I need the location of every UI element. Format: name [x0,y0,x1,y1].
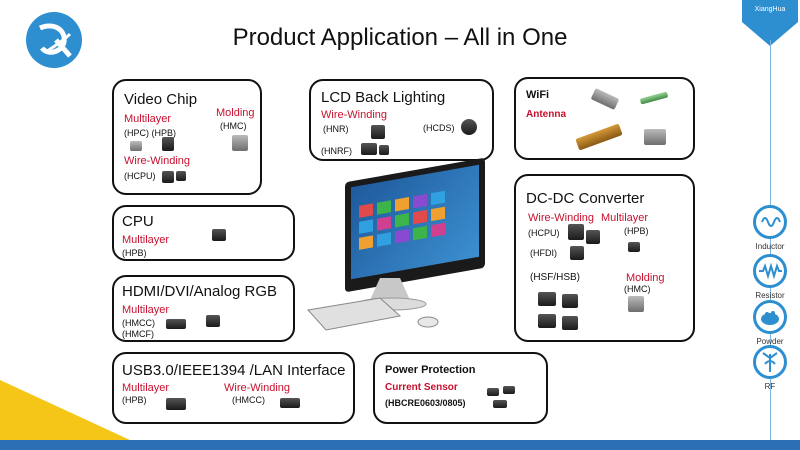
usb-wire: Wire-Winding [224,382,291,394]
brand-label: XiangHua [754,6,786,13]
company-logo [26,12,82,68]
wifi-box: WiFi Antenna [514,77,695,160]
lcd-wire: Wire-Winding [321,109,388,121]
component-image [461,119,477,135]
power-code: (HBCRE0603/0805) [385,398,466,408]
component-image [162,171,174,183]
power-title: Power Protection [385,364,476,376]
dcdc-code-hfdi: (HFDI) [530,248,557,258]
brand-tab [742,0,798,46]
lcd-code-hcds: (HCDS) [423,123,455,133]
component-image [568,224,584,240]
hdmi-title: HDMI/DVI/Analog RGB [122,283,278,300]
video-chip-wire-code: (HCPU) [124,171,156,181]
video-chip-wire: Wire-Winding [124,155,191,167]
cpu-multilayer: Multilayer [122,234,170,246]
video-chip-box: Video Chip Multilayer (HPC) (HPB) Moldin… [112,79,262,195]
component-image [166,398,186,410]
power-protection-box: Power Protection Current Sensor (HBCRE06… [373,352,548,424]
dcdc-code-hsf-hsb: (HSF/HSB) [530,272,580,283]
nav-item-powder[interactable]: Powder [756,337,784,346]
inductor-icon[interactable] [753,205,787,239]
nav-item-resistor[interactable]: Resistor [755,291,785,300]
usb-wire-code: (HMCC) [232,395,265,405]
component-image [639,91,669,105]
usb-multilayer: Multilayer [122,382,170,394]
component-image [644,129,666,145]
dcdc-converter-box: DC-DC Converter Wire-Winding Multilayer … [514,174,695,342]
power-current-sensor: Current Sensor [385,382,458,393]
wifi-antenna: Antenna [526,109,566,120]
lcd-code-hnr: (HNR) [323,124,349,134]
component-image [562,294,578,308]
component-image [487,388,499,396]
hdmi-multilayer: Multilayer [122,304,170,316]
rf-icon[interactable] [753,345,787,379]
component-image [562,316,578,330]
component-image [206,315,220,327]
computer-screen [351,164,479,280]
lcd-backlighting-box: LCD Back Lighting Wire-Winding (HNR) (HC… [309,79,494,161]
page-title: Product Application – All in One [232,24,568,51]
component-image [212,229,226,241]
video-chip-title: Video Chip [124,91,198,108]
video-chip-multilayer: Multilayer [124,113,172,125]
dcdc-title: DC-DC Converter [526,190,645,207]
computer-stand-keyboard [307,278,439,331]
component-image [130,141,142,151]
hdmi-code-hmcf: (HMCF) [122,329,154,339]
component-image [379,145,389,155]
component-image [371,125,385,139]
component-image [590,88,620,110]
lcd-code-hnrf: (HNRF) [321,146,352,156]
component-image [280,398,300,408]
usb-ml-code: (HPB) [122,395,147,405]
dcdc-molding: Molding [626,272,665,284]
video-chip-molding-code: (HMC) [220,121,247,131]
component-image [166,319,186,329]
video-chip-molding: Molding [216,107,255,119]
component-image [570,246,584,260]
cpu-code: (HPB) [122,248,147,258]
component-image [538,292,556,306]
dcdc-code-hmc: (HMC) [624,284,651,294]
component-image [586,230,600,244]
component-image [162,137,174,151]
wifi-title: WiFi [526,89,550,101]
dcdc-code-hpb: (HPB) [624,226,649,236]
powder-icon[interactable] [753,300,787,334]
component-image [503,386,515,394]
dcdc-multilayer: Multilayer [601,212,649,224]
usb-title: USB3.0/IEEE1394 /LAN Interface [122,362,346,379]
decorative-corner [0,380,130,450]
nav-divider [770,40,771,440]
hdmi-box: HDMI/DVI/Analog RGB Multilayer (HMCC) (H… [112,275,295,342]
cpu-box: CPU Multilayer (HPB) [112,205,295,261]
cpu-title: CPU [122,213,154,230]
hdmi-code-hmcc: (HMCC) [122,318,155,328]
dcdc-wire: Wire-Winding [528,212,595,224]
nav-item-rf[interactable]: RF [764,382,776,391]
component-image [361,143,377,155]
usb-box: USB3.0/IEEE1394 /LAN Interface Multilaye… [112,352,355,424]
lcd-title: LCD Back Lighting [321,89,446,106]
resistor-icon[interactable] [753,254,787,288]
component-image [575,123,623,151]
component-image [176,171,186,181]
component-image [628,242,640,252]
video-chip-ml-codes: (HPC) (HPB) [124,128,176,138]
nav-item-inductor[interactable]: Inductor [755,242,785,251]
component-image [628,296,644,312]
component-image [232,135,248,151]
component-image [493,400,507,408]
component-image [538,314,556,328]
bottom-bar [0,440,800,450]
dcdc-code-hcpu: (HCPU) [528,228,560,238]
